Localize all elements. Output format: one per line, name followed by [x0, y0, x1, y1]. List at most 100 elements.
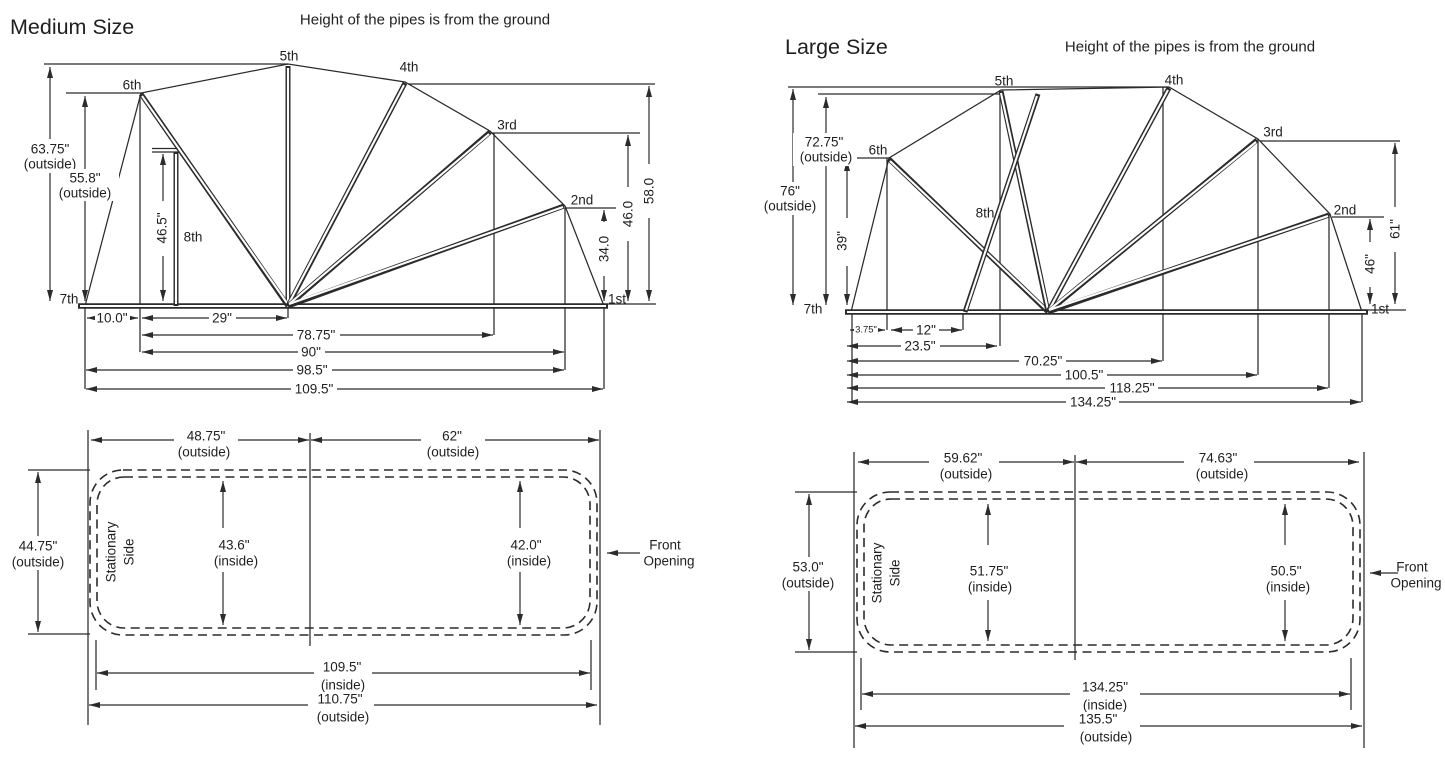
- large-top-stationary-side-label: Stationary Side: [870, 542, 903, 603]
- large-span-label-3: 23.5": [901, 339, 940, 354]
- medium-top-cover-outline: [89, 469, 598, 636]
- length-unit: (outside): [317, 710, 370, 725]
- medium-top-width-right-label: 62" (outside): [421, 427, 485, 460]
- medium-top-length-inside-label: 109.5" (inside): [314, 660, 372, 693]
- span-value: 10.0": [96, 311, 127, 326]
- span-value: 90": [301, 345, 321, 360]
- span-value: 70.25": [1024, 354, 1063, 369]
- medium-span-label-2: 29": [209, 311, 236, 326]
- large-pipe-8th: [962, 93, 1041, 313]
- pipe-label-1st: 1st: [1371, 302, 1389, 317]
- width-value: 74.63": [1199, 451, 1238, 466]
- depth-value: 53.0": [792, 560, 823, 575]
- large-height-label-4th: 76" (outside): [760, 182, 820, 215]
- medium-height-label-8th: 46.5": [154, 201, 171, 256]
- pipe-label-5th: 5th: [995, 74, 1014, 89]
- height-value: 76": [780, 184, 800, 199]
- medium-top-frame-lines: [28, 430, 601, 725]
- medium-ground-line: [78, 303, 656, 309]
- medium-span-label-4: 90": [298, 345, 325, 360]
- stationary-line2: Side: [122, 538, 137, 565]
- medium-title: Medium Size: [10, 15, 134, 39]
- medium-span-label-1: 10.0": [95, 311, 130, 326]
- depth-unit: (outside): [782, 576, 835, 591]
- span-value: 3.75": [855, 325, 877, 336]
- large-top-cover-outline: [856, 491, 1361, 653]
- medium-height-label-2nd: 34.0: [596, 222, 612, 276]
- pipe-label-7th: 7th: [60, 292, 79, 307]
- medium-height-label-5th: 63.75" (outside): [16, 139, 84, 173]
- pipe-label-1st: 1st: [608, 292, 626, 307]
- span-value: 98.5": [296, 363, 327, 378]
- large-pipe-5th: [998, 90, 1051, 313]
- large-side-diagram: Large Size Height of the pipes is from t…: [760, 35, 1406, 410]
- large-title: Large Size: [785, 35, 888, 59]
- large-top-inner-right-label: 50.5" (inside): [1266, 564, 1310, 595]
- large-span-label-5: 100.5": [1061, 368, 1107, 383]
- large-pipe-labels: 6th 5th 4th 3rd 2nd 8th 7th 1st: [804, 73, 1390, 317]
- medium-top-width-left-label: 48.75" (outside): [174, 427, 238, 460]
- span-value: 100.5": [1065, 368, 1104, 383]
- large-top-length-outside-label: 135.5" (outside): [1064, 712, 1140, 745]
- length-value: 109.5": [323, 660, 362, 675]
- height-value: 34.0: [597, 236, 612, 262]
- large-top-front-opening-label: Front Opening: [1390, 560, 1441, 591]
- large-pipe-4th: [1045, 86, 1172, 314]
- medium-span-label-6: 109.5": [291, 382, 337, 397]
- medium-height-label-6th: 55.8" (outside): [51, 169, 119, 201]
- width-value: 59.62": [944, 451, 983, 466]
- large-pipe-3rd: [1046, 138, 1259, 314]
- large-span-label-4: 70.25": [1019, 354, 1066, 369]
- span-value: 78.75": [297, 328, 336, 343]
- front-line1: Front: [649, 538, 681, 553]
- pipe-label-4th: 4th: [1165, 73, 1184, 88]
- pipe-label-7th: 7th: [804, 302, 823, 317]
- medium-pipe-2nd: [287, 203, 565, 309]
- large-height-label-3rd: 61": [1387, 207, 1404, 252]
- medium-top-diagram: 48.75" (outside) 62" (outside) 44.75" (o…: [2, 427, 695, 725]
- length-value: 110.75": [317, 692, 362, 707]
- length-value: 135.5": [1079, 712, 1118, 727]
- large-dimension-lines: [790, 89, 1398, 405]
- large-top-diagram: 59.62" (outside) 74.63" (outside) 53.0" …: [775, 449, 1442, 748]
- height-value: 72.75": [805, 135, 844, 150]
- large-top-depth-label: 53.0" (outside): [775, 557, 841, 591]
- stationary-line2: Side: [888, 559, 903, 586]
- pipe-label-3rd: 3rd: [1263, 125, 1283, 140]
- span-value: 109.5": [295, 382, 334, 397]
- front-line1: Front: [1396, 560, 1428, 575]
- pipe-label-8th: 8th: [976, 206, 995, 221]
- depth-unit: (outside): [12, 555, 65, 570]
- length-value: 134.25": [1082, 680, 1128, 695]
- span-value: 23.5": [904, 339, 935, 354]
- length-unit: (inside): [321, 678, 365, 693]
- large-height-label-5th: 72.75" (outside): [793, 133, 857, 166]
- large-span-label-2: 12": [913, 323, 939, 338]
- inner-value: 50.5": [1270, 564, 1301, 579]
- span-value: 118.25": [1109, 381, 1154, 396]
- inner-unit: (inside): [1266, 580, 1310, 595]
- inner-value: 42.0": [510, 538, 541, 553]
- depth-value: 44.75": [19, 539, 58, 554]
- height-value: 46.5": [155, 212, 170, 243]
- height-unit: (outside): [59, 186, 112, 201]
- large-note: Height of the pipes is from the ground: [1065, 39, 1315, 56]
- front-line2: Opening: [643, 554, 694, 569]
- pipe-label-3rd: 3rd: [497, 118, 517, 133]
- stationary-line1: Stationary: [104, 521, 119, 582]
- medium-span-label-3: 78.75": [293, 328, 340, 343]
- large-span-label-1: 3.75": [854, 324, 878, 336]
- length-unit: (inside): [1083, 698, 1127, 713]
- large-top-frame-lines: [795, 452, 1365, 748]
- large-pipe-2nd: [1047, 212, 1330, 315]
- inner-unit: (inside): [214, 554, 258, 569]
- medium-pipe-labels: 5th 6th 4th 3rd 2nd 8th 7th 1st: [60, 49, 627, 307]
- width-unit: (outside): [427, 445, 480, 460]
- pipe-label-5th: 5th: [280, 49, 299, 64]
- medium-pipe-3rd: [286, 130, 492, 308]
- width-value: 48.75": [187, 429, 226, 444]
- large-top-length-inside-label: 134.25" (inside): [1070, 680, 1140, 713]
- span-value: 12": [916, 323, 936, 338]
- medium-height-label-4th: 58.0: [641, 164, 657, 218]
